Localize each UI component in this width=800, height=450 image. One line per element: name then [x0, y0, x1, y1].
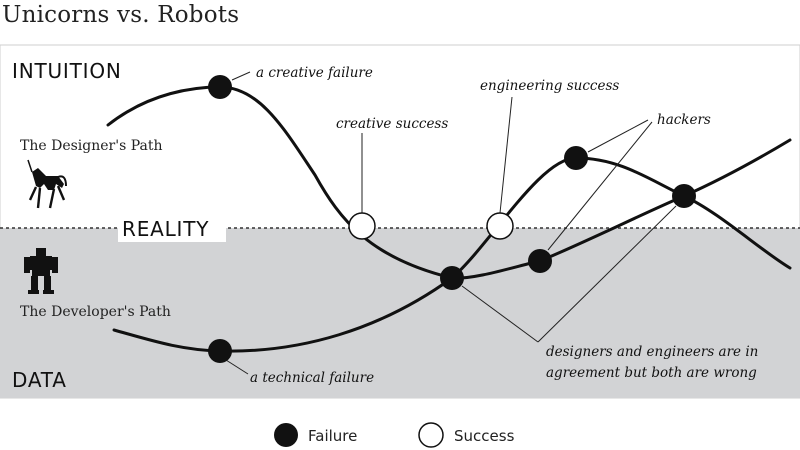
failure-point-creative: [208, 75, 232, 99]
annotation-creative-failure: a creative failure: [256, 65, 373, 81]
annotation-engineering-success: engineering success: [480, 78, 619, 94]
annotation-creative-success: creative success: [336, 116, 448, 132]
robot-icon: [24, 248, 58, 294]
annotation-wrong-line2: agreement but both are wrong: [546, 365, 757, 381]
leader-engineering-success: [499, 96, 513, 214]
leader-hackers-2: [547, 121, 653, 251]
legend-failure-marker: [274, 423, 298, 447]
legend-failure-label: Failure: [308, 427, 357, 445]
legend: Failure Success: [274, 422, 515, 448]
leader-creative-failure: [231, 71, 251, 81]
legend-success-label: Success: [454, 427, 515, 445]
annotation-hackers: hackers: [657, 112, 711, 128]
failure-point-technical: [208, 339, 232, 363]
success-point-engineering: [486, 212, 514, 240]
legend-success-marker: [418, 422, 444, 448]
zone-label-intuition: INTUITION: [12, 59, 122, 83]
leader-technical-failure: [225, 359, 249, 375]
annotation-wrong-line1: designers and engineers are in: [546, 344, 758, 360]
leader-hackers-1: [587, 119, 649, 153]
zone-label-data: DATA: [12, 368, 67, 392]
failure-point-hackers-2: [528, 249, 552, 273]
leader-wrong-1: [461, 285, 539, 343]
designer-path-label: The Designer's Path: [20, 138, 162, 154]
success-point-creative: [348, 212, 376, 240]
annotation-technical-failure: a technical failure: [250, 370, 374, 386]
failure-point-agreement: [440, 266, 464, 290]
failure-point-crossing: [672, 184, 696, 208]
failure-point-hackers-1: [564, 146, 588, 170]
reality-label-backdrop: [118, 216, 226, 242]
developer-path-label: The Developer's Path: [20, 304, 171, 320]
zone-label-reality: REALITY: [122, 217, 209, 241]
data-band: [0, 228, 800, 398]
annotation-leaders: [225, 71, 677, 375]
leader-wrong-2: [537, 205, 677, 343]
page-title: Unicorns vs. Robots: [2, 2, 240, 28]
unicorn-icon: [27, 159, 67, 209]
